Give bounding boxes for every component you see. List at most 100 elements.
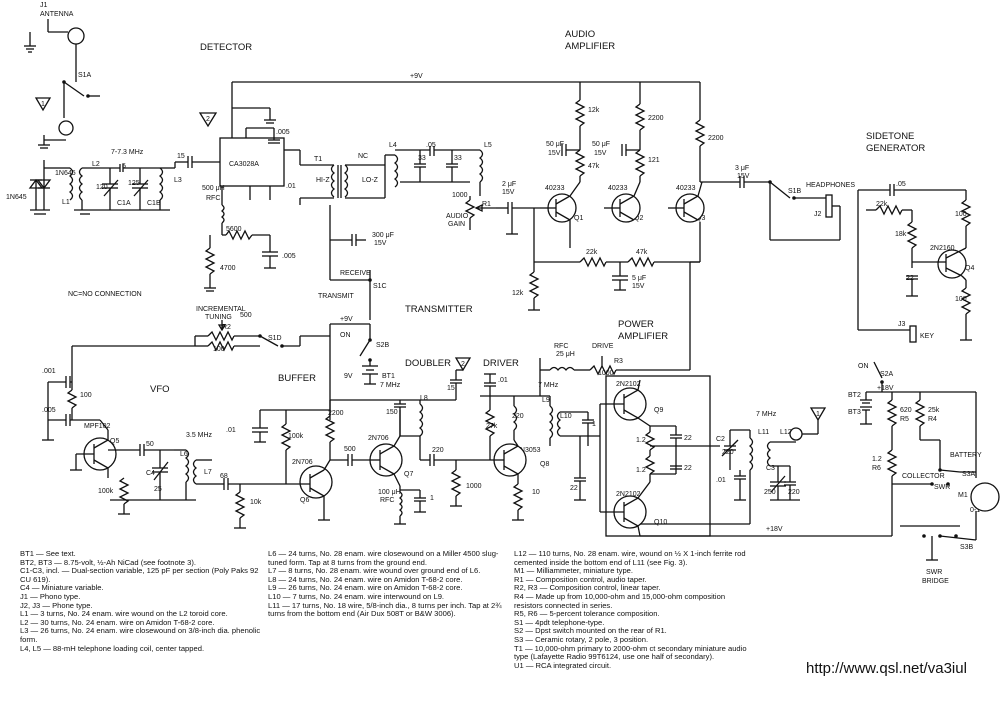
svg-text:TUNING: TUNING (205, 314, 232, 321)
battery-bt2-bt3: ON S2A +18V BT2 BT3 (848, 361, 976, 425)
svg-text:1N645: 1N645 (55, 170, 76, 177)
svg-text:C2: C2 (716, 436, 725, 443)
svg-text:INCREMENTAL: INCREMENTAL (196, 306, 246, 313)
resistor-10k-buf: 10k (234, 484, 262, 529)
svg-text:+18V: +18V (766, 526, 783, 533)
svg-text:MPF102: MPF102 (84, 423, 111, 430)
incremental-tuning: INCREMENTAL TUNING 500 R2 100 S1D (72, 306, 330, 353)
parts-list-col2: L6 — 24 turns, No. 28 enam. wire closewo… (268, 549, 514, 619)
svg-text:620: 620 (900, 407, 912, 414)
part-note: J2, J3 — Phone type. (20, 600, 93, 610)
ground-ref-2: 2 (198, 112, 218, 128)
jack-front (38, 92, 74, 149)
svg-text:ON: ON (340, 332, 351, 339)
svg-text:RECEIVE: RECEIVE (340, 270, 371, 277)
sidetone-generator: .05 22k 18k 100 100 2N2160 Q4 22 (857, 181, 974, 341)
svg-text:9V: 9V (344, 373, 353, 380)
svg-text:100k: 100k (98, 488, 114, 495)
svg-text:L2: L2 (92, 161, 100, 168)
svg-text:250: 250 (764, 489, 776, 496)
svg-text:L11: L11 (758, 429, 769, 436)
resistor-47k: 47k (574, 149, 600, 182)
svg-text:Q7: Q7 (404, 471, 413, 478)
capacitor-33a: 33 (414, 150, 426, 182)
svg-text:10: 10 (532, 489, 540, 496)
resistor-5600: 5600 (222, 226, 270, 241)
svg-text:22k: 22k (876, 201, 888, 208)
svg-text:1: 1 (816, 411, 820, 418)
svg-text:100: 100 (955, 296, 967, 303)
svg-text:Q4: Q4 (965, 265, 974, 272)
section-power-amplifier-1: POWER (618, 319, 654, 330)
svg-text:4700: 4700 (220, 265, 236, 272)
note-nc-connection: NC=NO CONNECTION (68, 291, 142, 298)
svg-text:C3: C3 (766, 465, 775, 472)
svg-text:22: 22 (684, 435, 692, 442)
driver-tank: 7 MHz L9 L10 1 22 (538, 382, 600, 501)
section-audio-amplifier-2: AMPLIFIER (565, 41, 615, 52)
coil-l4: L4 (384, 142, 399, 198)
svg-text:500: 500 (240, 312, 252, 319)
svg-text:Q5: Q5 (110, 438, 119, 445)
resistor-12k: 12k (574, 82, 600, 150)
svg-text:BT2: BT2 (848, 392, 861, 399)
svg-text:1000: 1000 (452, 192, 468, 199)
buffer-network: .01 100k 2200 (226, 409, 344, 484)
capacitor-50uf-a: 50 μF 15V (546, 141, 580, 157)
transistor-q5: MPF102 Q5 (70, 419, 119, 478)
svg-text:L10: L10 (560, 413, 572, 420)
svg-text:1N645: 1N645 (6, 194, 27, 201)
svg-text:15: 15 (447, 385, 455, 392)
svg-text:BT3: BT3 (848, 409, 861, 416)
switch-s1a: S1A (62, 62, 100, 98)
svg-text:HI-Z: HI-Z (316, 177, 330, 184)
svg-text:L4: L4 (389, 142, 397, 149)
svg-text:S2A: S2A (880, 371, 894, 378)
svg-text:R2: R2 (222, 324, 231, 331)
vfo-network: .001 .005 100 (42, 346, 100, 441)
coil-l1-l2: L1 L2 (60, 161, 100, 210)
milliammeter-m1: M1 mA 0-1 (958, 392, 1000, 540)
svg-text:220: 220 (722, 449, 734, 456)
section-power-amplifier-2: AMPLIFIER (618, 331, 668, 342)
ground-ref-1b: 1 (809, 407, 827, 422)
svg-text:2: 2 (206, 116, 210, 123)
transistor-q1: 40233 Q1 (540, 181, 583, 248)
svg-text:7 MHz: 7 MHz (756, 411, 777, 418)
capacitor-c1a: 120 C1A 7-7.3 MHz 5 (96, 149, 144, 210)
svg-text:R3: R3 (614, 358, 623, 365)
svg-text:CA3028A: CA3028A (229, 161, 259, 168)
transistor-q3: 40233 Q3 (668, 181, 705, 223)
capacitor-1-buf: 1 (400, 489, 434, 513)
svg-text:M1: M1 (958, 492, 968, 499)
svg-text:L6: L6 (180, 451, 188, 458)
svg-text:L9: L9 (542, 397, 550, 404)
svg-text:HEADPHONES: HEADPHONES (806, 182, 855, 189)
resistor-121: 121 (634, 149, 660, 182)
part-note: R5, R6 — 5-percent tolerance composition… (514, 609, 660, 619)
svg-text:40233: 40233 (676, 185, 696, 192)
capacitor-50uf-b: 50 μF 15V (592, 141, 640, 157)
svg-text:500 μH: 500 μH (202, 185, 225, 192)
resistor-10-drv: 10 (512, 483, 540, 521)
svg-text:.01: .01 (498, 377, 508, 384)
part-note: L7 — 8 turns, No. 28 enam. wire wound ov… (268, 566, 481, 576)
svg-text:15V: 15V (374, 240, 387, 247)
svg-text:L8: L8 (420, 395, 428, 402)
svg-text:100k: 100k (288, 433, 304, 440)
svg-text:2N706: 2N706 (292, 459, 313, 466)
part-note: C4 — Miniature variable. (20, 583, 104, 593)
svg-text:15V: 15V (548, 150, 561, 157)
headphone-jack-j2: HEADPHONES J2 (806, 182, 855, 240)
svg-text:1.2: 1.2 (872, 456, 882, 463)
part-note: L1 — 3 turns, No. 24 enam. wire wound on… (20, 609, 228, 619)
svg-text:.001: .001 (42, 368, 56, 375)
resistor-4700: 4700 (204, 235, 236, 292)
svg-text:BT1: BT1 (382, 373, 395, 380)
section-audio-amplifier-1: AUDIO (565, 29, 595, 40)
svg-text:12k: 12k (588, 107, 600, 114)
svg-text:15V: 15V (594, 150, 607, 157)
svg-text:2 μF: 2 μF (502, 181, 516, 188)
battery-bt1-switch-s2: +9V ON S2B 9V BT1 (329, 316, 395, 420)
